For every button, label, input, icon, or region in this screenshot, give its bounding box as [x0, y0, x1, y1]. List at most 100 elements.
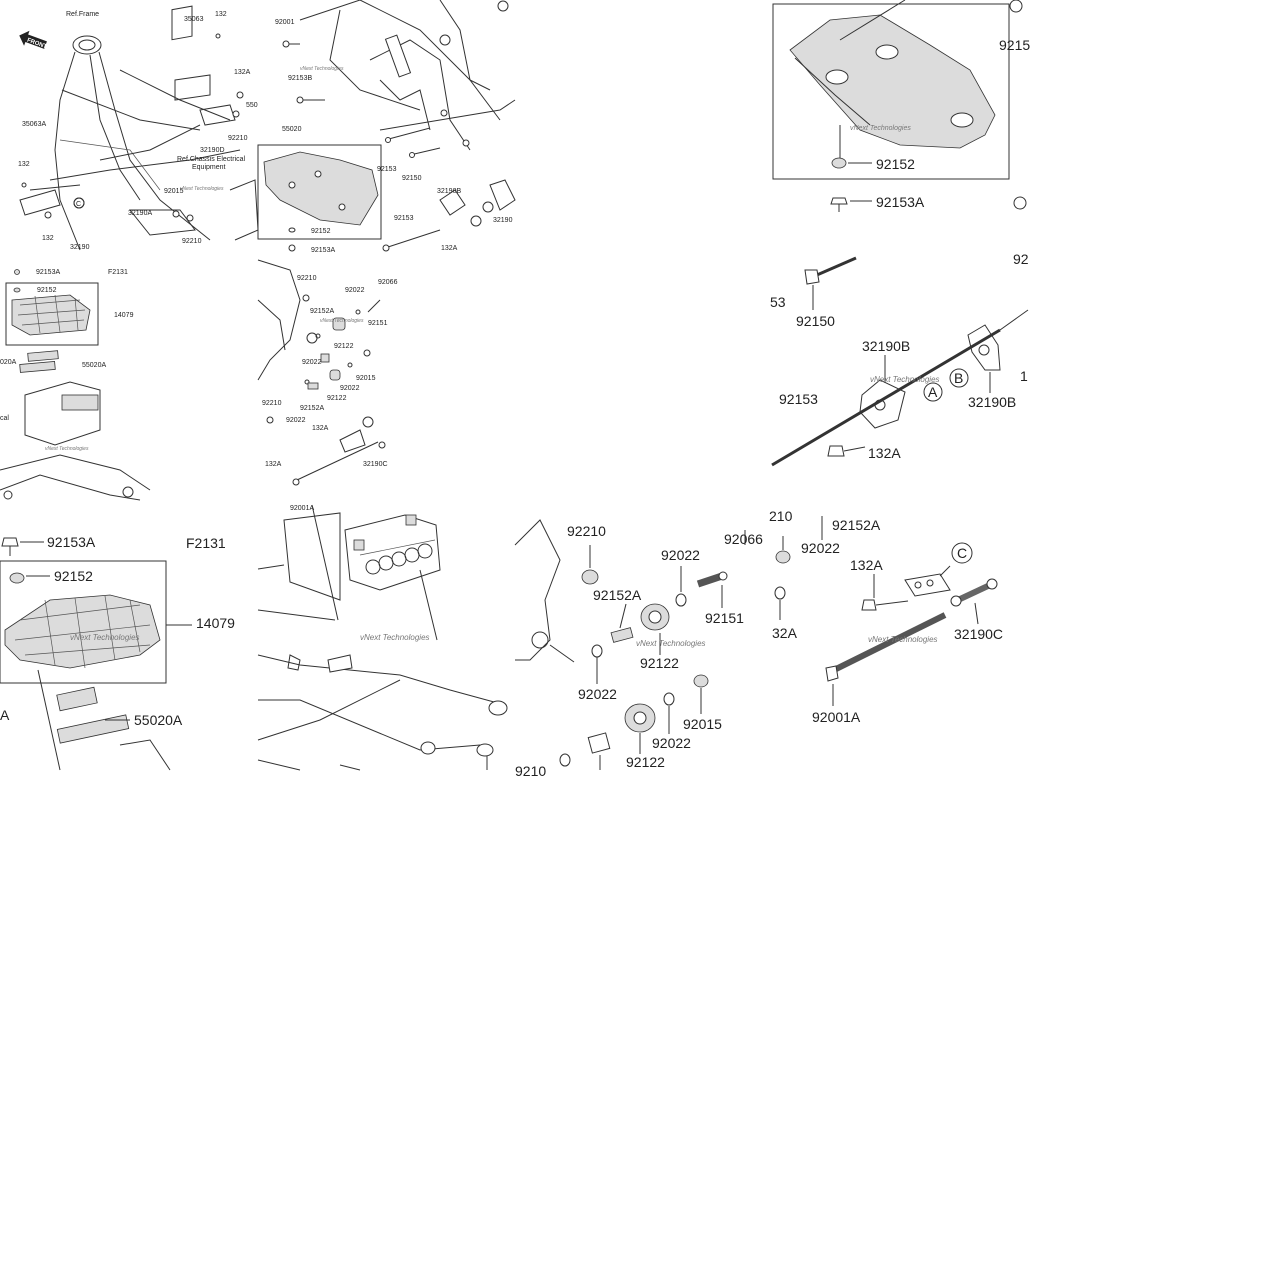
- panel-cover-zoom: 92152 92153A 9215 vNext Technologies: [772, 0, 1030, 212]
- part-label: 92151: [368, 320, 388, 327]
- part-label: 92153: [394, 215, 414, 222]
- part-label: 92022: [661, 547, 700, 563]
- part-label: 92022: [801, 540, 840, 556]
- part-label: 92153B: [288, 75, 312, 82]
- callout-letter: C: [957, 545, 967, 561]
- part-label: 55020: [282, 126, 302, 133]
- part-label: F2131: [186, 535, 226, 551]
- part-label: 92122: [626, 754, 665, 770]
- part-label: 132A: [234, 69, 251, 76]
- panel-hardware-zoom: 92210 92022 92152A 92151 92122 92022 920…: [514, 516, 823, 779]
- watermark: vNext Technologies: [45, 446, 89, 452]
- part-label: 92152A: [300, 405, 324, 412]
- part-label: 92152A: [593, 587, 642, 603]
- inset-55020: 55020 92152 92153A: [257, 126, 382, 254]
- part-label: 92066: [724, 531, 763, 547]
- watermark: vNext Technologies: [870, 375, 940, 384]
- part-label: 92153A: [311, 247, 335, 254]
- part-label: 92015: [356, 375, 376, 382]
- watermark: vNext Technologies: [180, 186, 224, 192]
- part-label: 32190D: [200, 147, 225, 154]
- watermark: vNext Technologies: [300, 66, 344, 72]
- part-label: 92153: [779, 391, 818, 407]
- part-label: 32190: [493, 217, 513, 224]
- part-label: 92151: [705, 610, 744, 626]
- part-label: 132: [42, 235, 54, 242]
- part-label: 92001A: [812, 709, 861, 725]
- callout-letter: A: [928, 384, 938, 400]
- part-label: 32190B: [862, 338, 910, 354]
- part-label: 92153: [377, 166, 397, 173]
- frame-drawing: [19, 5, 259, 251]
- watermark: vNext Technologies: [70, 633, 140, 642]
- panel-bracket-zoom: 92150 53 92 1 A B 32190B 32190B 92153 13…: [770, 251, 1029, 467]
- part-label: 35063A: [22, 121, 46, 128]
- panel-battery-zoom: vNext Technologies: [257, 504, 508, 771]
- part-label: 92152: [311, 228, 331, 235]
- part-label: 132: [18, 161, 30, 168]
- watermark: vNext Technologies: [868, 635, 938, 644]
- watermark: vNext Technologies: [320, 318, 364, 324]
- part-label: 92210: [182, 238, 202, 245]
- part-label: 92210: [262, 400, 282, 407]
- part-label: 210: [769, 508, 793, 524]
- panel-mount-overview: 92210 92022 92066 92152A 92151 92122 920…: [257, 259, 398, 512]
- ref-chassis-label-1: Ref.Chassis Electrical: [177, 156, 246, 163]
- part-label: 92122: [334, 343, 354, 350]
- part-label: 92022: [578, 686, 617, 702]
- part-label: 9215: [999, 37, 1030, 53]
- bolt-92151: [696, 571, 728, 588]
- part-label: 92066: [378, 279, 398, 286]
- part-label: A: [0, 707, 10, 723]
- watermark: vNext Technologies: [636, 639, 706, 648]
- part-label: 92153A: [36, 269, 60, 276]
- part-label: 92022: [345, 287, 365, 294]
- part-label: 9210: [515, 763, 546, 779]
- part-label: 32190B: [437, 188, 461, 195]
- part-label: 92152: [37, 287, 57, 294]
- part-label: 132A: [265, 461, 282, 468]
- panel-frame-middle: 92001 92153B 92153 92150 32190B 32190 92…: [257, 0, 516, 254]
- panel-battery-overview: 92153A 92152 F2131 14079 55020A 020A cal…: [0, 269, 151, 501]
- ref-frame-label: Ref.Frame: [66, 11, 99, 18]
- part-label: 32190C: [363, 461, 388, 468]
- part-label: 92022: [652, 735, 691, 751]
- part-label: 32190B: [968, 394, 1016, 410]
- bolt-132a-c: [861, 599, 909, 611]
- part-label: 55020A: [134, 712, 183, 728]
- part-label: 92150: [796, 313, 835, 329]
- part-label: 92: [1013, 251, 1029, 267]
- front-arrow-icon: FRONT: [19, 30, 48, 50]
- part-label: 132A: [850, 557, 883, 573]
- part-label: 92001A: [290, 505, 314, 512]
- watermark: vNext Technologies: [360, 633, 430, 642]
- part-label: 550: [246, 102, 258, 109]
- part-label: 92153A: [876, 194, 925, 210]
- bolt-132a: [827, 445, 866, 457]
- part-label: 1: [1020, 368, 1028, 384]
- part-label: 53: [770, 294, 786, 310]
- part-label: 92210: [297, 275, 317, 282]
- part-label: 92122: [327, 395, 347, 402]
- panel-bracket-c-zoom: C 210 92152A 92022 132A 32A 32190C 92001…: [769, 508, 1003, 725]
- part-label: 020A: [0, 359, 17, 366]
- watermark: vNext Technologies: [850, 125, 911, 132]
- part-label: 92152: [54, 568, 93, 584]
- panel-overview: FRONT: [18, 5, 259, 251]
- part-label: 92022: [286, 417, 306, 424]
- panel-case-zoom: 92153A 92152 F2131 14079 55020A A vNext …: [0, 534, 235, 771]
- part-label: 92022: [302, 359, 322, 366]
- part-label: 92015: [683, 716, 722, 732]
- part-label: 92022: [340, 385, 360, 392]
- part-label: 92150: [402, 175, 422, 182]
- part-label: cal: [0, 415, 9, 422]
- part-label: 132A: [868, 445, 901, 461]
- part-label: 132A: [441, 245, 458, 252]
- part-label: 55020A: [82, 362, 106, 369]
- part-label: 92015: [164, 188, 184, 195]
- ref-chassis-label-2: Equipment: [192, 164, 226, 171]
- callout-letter: B: [954, 370, 963, 386]
- part-label: 92153A: [47, 534, 96, 550]
- part-label: 92122: [640, 655, 679, 671]
